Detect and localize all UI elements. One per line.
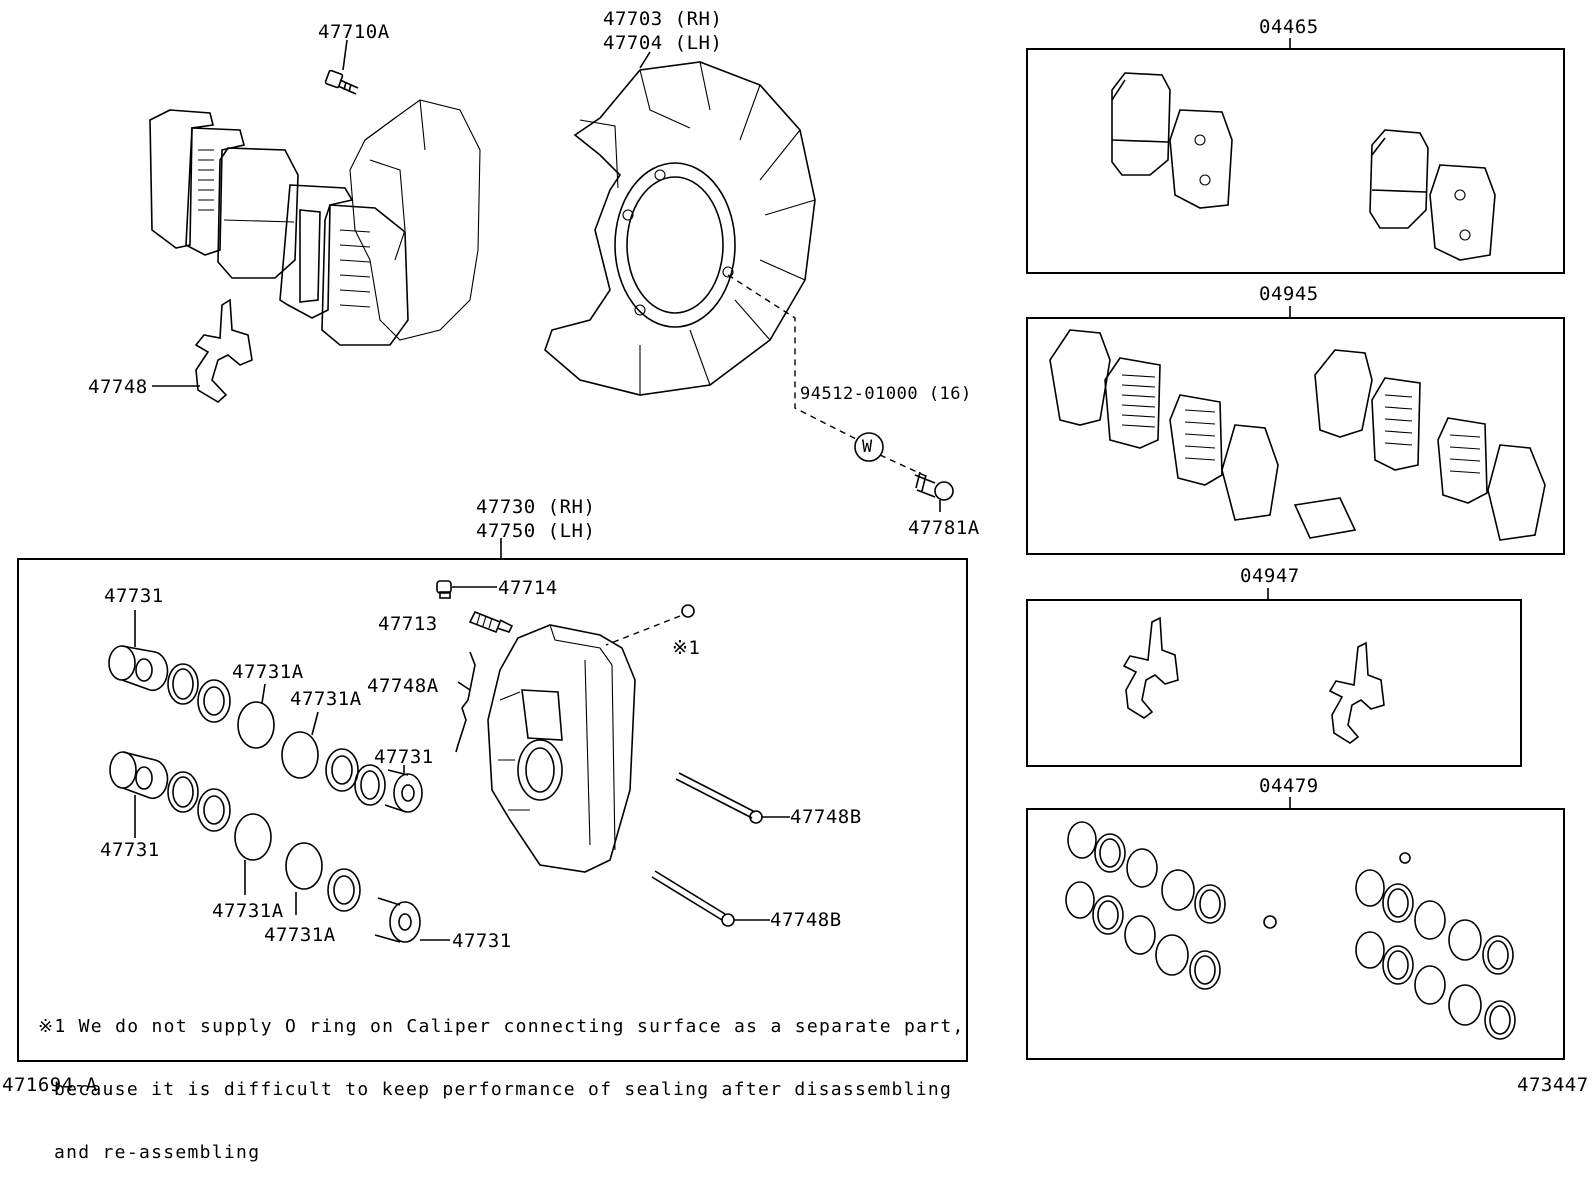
seal-rings-middle — [281, 731, 386, 806]
diagram-artwork — [17, 38, 1565, 1062]
label-47731-top: 47731 — [104, 585, 164, 607]
caliper-assembly-box — [17, 558, 968, 1062]
label-47731A-bottom: 47731A — [264, 924, 336, 946]
bolt-47710A — [324, 69, 359, 95]
label-oring-mark: ※1 — [672, 637, 701, 659]
label-04947: 04947 — [1240, 565, 1300, 587]
piston-lower-left — [109, 751, 169, 800]
bleeder-plug-47713 — [468, 610, 514, 634]
label-47710A: 47710A — [318, 21, 390, 43]
knuckle-outline — [349, 99, 481, 341]
clip-47748 — [194, 298, 253, 403]
spring-47748A — [455, 651, 476, 753]
label-04479: 04479 — [1259, 775, 1319, 797]
kit-04945-pads — [1049, 329, 1546, 541]
washer-w-circle — [854, 432, 884, 462]
label-47748B-upper: 47748B — [790, 806, 862, 828]
kit-04947-clips — [1122, 616, 1385, 744]
note-line-1: ※1 We do not supply O ring on Caliper co… — [38, 1016, 965, 1037]
seal-rings-lower — [167, 771, 272, 861]
label-47748: 47748 — [88, 376, 148, 398]
oring-supply-note: ※1 We do not supply O ring on Caliper co… — [38, 974, 965, 1184]
disc-dust-cover — [544, 61, 816, 396]
note-line-3: and re-assembling — [54, 1142, 261, 1163]
kit-04465-box — [1026, 48, 1565, 274]
brake-pads-illustration — [149, 109, 409, 346]
piston-middle-right — [384, 769, 423, 813]
seal-rings-bottom — [285, 842, 361, 912]
piston-upper-left — [108, 645, 169, 692]
piston-bottom-right — [374, 897, 421, 943]
kit-04945-box — [1026, 317, 1565, 555]
footer-right-code: 473447 — [1517, 1074, 1589, 1096]
brake-parts-diagram: 47710A 47703 (RH) 47704 (LH) 04465 47748… — [2, 8, 1589, 1163]
label-94512-01000: 94512-01000 (16) — [800, 384, 972, 404]
label-47731A-lower: 47731A — [212, 900, 284, 922]
label-47748B-lower: 47748B — [770, 909, 842, 931]
bolt-47781A — [914, 471, 954, 501]
seal-rings-upper — [167, 663, 275, 749]
kit-04465-pads — [1111, 72, 1496, 261]
caliper-body — [487, 624, 636, 873]
label-47731-mid-right: 47731 — [374, 746, 434, 768]
label-47748A: 47748A — [367, 675, 439, 697]
bleeder-cap-47714 — [436, 580, 452, 599]
label-47731A-upper-mid: 47731A — [290, 688, 362, 710]
label-47750-lh: 47750 (LH) — [476, 520, 596, 542]
label-04945: 04945 — [1259, 283, 1319, 305]
pin-47748B-upper — [675, 772, 763, 824]
label-47704-lh: 47704 (LH) — [603, 32, 723, 54]
label-47731-lower-left: 47731 — [100, 839, 160, 861]
label-47714: 47714 — [498, 577, 558, 599]
label-47730-rh: 47730 (RH) — [476, 496, 596, 518]
label-47713: 47713 — [378, 613, 438, 635]
label-washer-w: W — [862, 437, 873, 457]
pin-47748B-lower — [651, 870, 735, 927]
label-47731-bottom: 47731 — [452, 930, 512, 952]
label-47731A-upper: 47731A — [232, 661, 304, 683]
label-47703-rh: 47703 (RH) — [603, 8, 723, 30]
o-ring — [681, 604, 695, 618]
label-47781A: 47781A — [908, 517, 980, 539]
label-04465: 04465 — [1259, 16, 1319, 38]
kit-04947-box — [1026, 599, 1522, 767]
kit-04479-seals — [1065, 821, 1516, 1040]
footer-left-code: 471694-A — [2, 1074, 98, 1096]
note-line-2: because it is difficult to keep performa… — [54, 1079, 953, 1100]
kit-04479-box — [1026, 808, 1565, 1060]
